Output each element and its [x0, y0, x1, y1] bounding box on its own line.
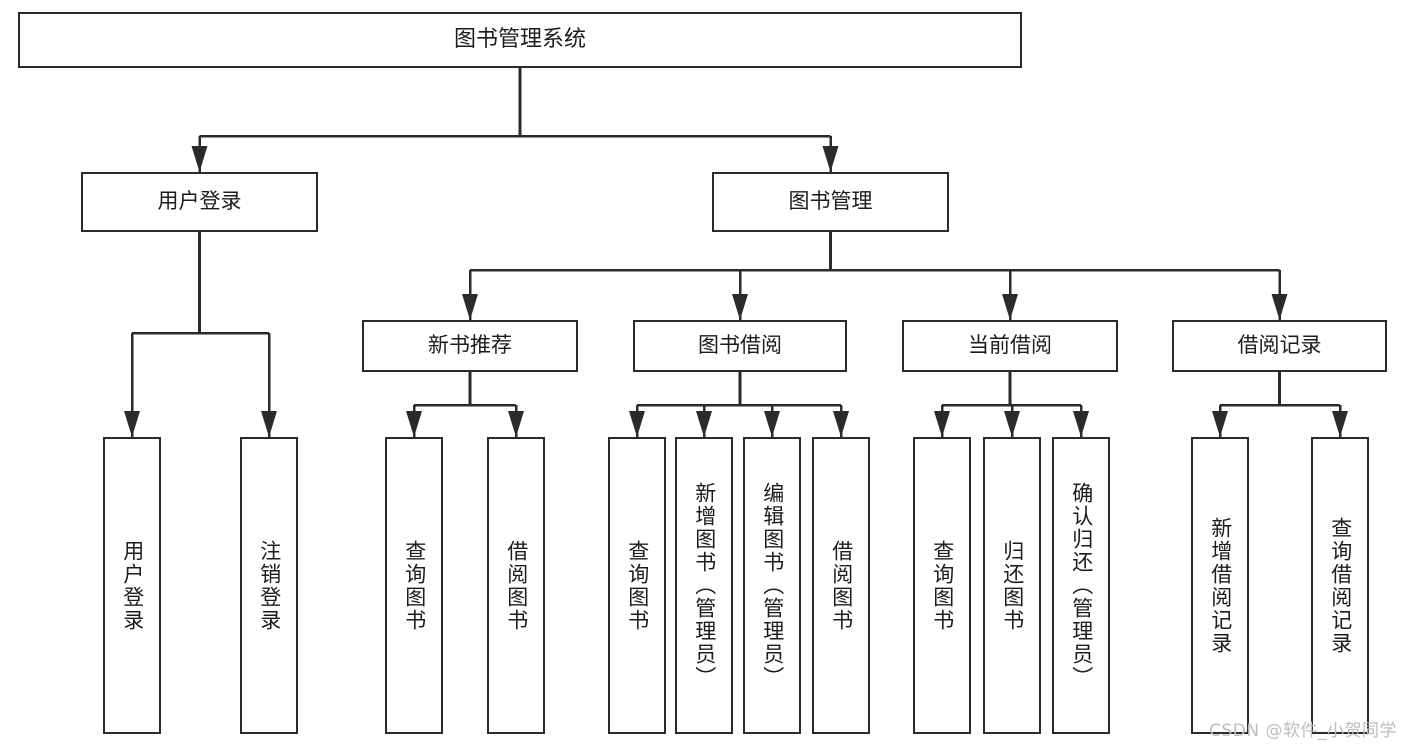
node-label: 归还图书: [1000, 539, 1025, 632]
node-l3_1[interactable]: 图书借阅: [633, 320, 847, 372]
node-label: 当前借阅: [968, 333, 1052, 358]
node-label: 图书管理: [788, 189, 873, 214]
node-leaf_12[interactable]: 查询借阅记录: [1311, 437, 1369, 734]
node-label: 借阅图书: [504, 539, 529, 632]
arrowhead-icon: [764, 411, 780, 437]
node-l3_2[interactable]: 当前借阅: [902, 320, 1118, 372]
node-label: 新书推荐: [428, 333, 512, 358]
node-label: 图书借阅: [698, 333, 782, 358]
node-leaf_9[interactable]: 归还图书: [983, 437, 1041, 734]
arrowhead-icon: [1212, 411, 1228, 437]
arrowhead-icon: [822, 146, 839, 172]
arrowhead-icon: [833, 411, 849, 437]
arrowhead-icon: [462, 294, 478, 320]
node-label: 查询图书: [930, 539, 955, 632]
node-label: 查询图书: [625, 539, 650, 632]
arrowhead-icon: [191, 146, 208, 172]
arrowhead-icon: [406, 411, 422, 437]
node-leaf_4[interactable]: 查询图书: [608, 437, 666, 734]
arrowhead-icon: [261, 411, 277, 437]
node-label: 图书管理系统: [453, 26, 586, 52]
node-leaf_11[interactable]: 新增借阅记录: [1191, 437, 1249, 734]
node-root[interactable]: 图书管理系统: [18, 12, 1022, 68]
arrowhead-icon: [124, 411, 140, 437]
arrowhead-icon: [1002, 294, 1018, 320]
node-label: 编辑图书（管理员）: [760, 482, 785, 689]
watermark: CSDN @软件_小贺同学: [1209, 721, 1397, 741]
arrowhead-icon: [1271, 294, 1288, 320]
node-l2_0[interactable]: 用户登录: [81, 172, 318, 232]
node-l3_0[interactable]: 新书推荐: [362, 320, 578, 372]
node-leaf_5[interactable]: 新增图书（管理员）: [675, 437, 733, 734]
node-l2_1[interactable]: 图书管理: [712, 172, 949, 232]
node-label: 借阅记录: [1237, 333, 1322, 358]
node-label: 用户登录: [157, 189, 242, 214]
node-leaf_8[interactable]: 查询图书: [913, 437, 971, 734]
arrowhead-icon: [732, 294, 748, 320]
node-leaf_0[interactable]: 用户登录: [103, 437, 161, 734]
arrowhead-icon: [1073, 411, 1089, 437]
node-leaf_1[interactable]: 注销登录: [240, 437, 298, 734]
node-leaf_10[interactable]: 确认归还（管理员）: [1052, 437, 1110, 734]
arrowhead-icon: [1332, 411, 1348, 437]
node-l3_3[interactable]: 借阅记录: [1172, 320, 1387, 372]
node-label: 注销登录: [257, 539, 282, 632]
node-label: 查询图书: [402, 539, 427, 632]
node-label: 借阅图书: [829, 539, 854, 632]
node-label: 新增图书（管理员）: [692, 482, 717, 689]
node-label: 查询借阅记录: [1328, 516, 1353, 655]
arrowhead-icon: [508, 411, 524, 437]
arrowhead-icon: [934, 411, 950, 437]
arrowhead-icon: [629, 411, 645, 437]
node-label: 确认归还（管理员）: [1069, 482, 1094, 689]
node-leaf_6[interactable]: 编辑图书（管理员）: [743, 437, 801, 734]
node-label: 用户登录: [120, 539, 145, 632]
node-leaf_2[interactable]: 查询图书: [385, 437, 443, 734]
node-label: 新增借阅记录: [1208, 516, 1233, 655]
arrowhead-icon: [1004, 411, 1020, 437]
arrowhead-icon: [696, 411, 712, 437]
node-leaf_7[interactable]: 借阅图书: [812, 437, 870, 734]
node-leaf_3[interactable]: 借阅图书: [487, 437, 545, 734]
